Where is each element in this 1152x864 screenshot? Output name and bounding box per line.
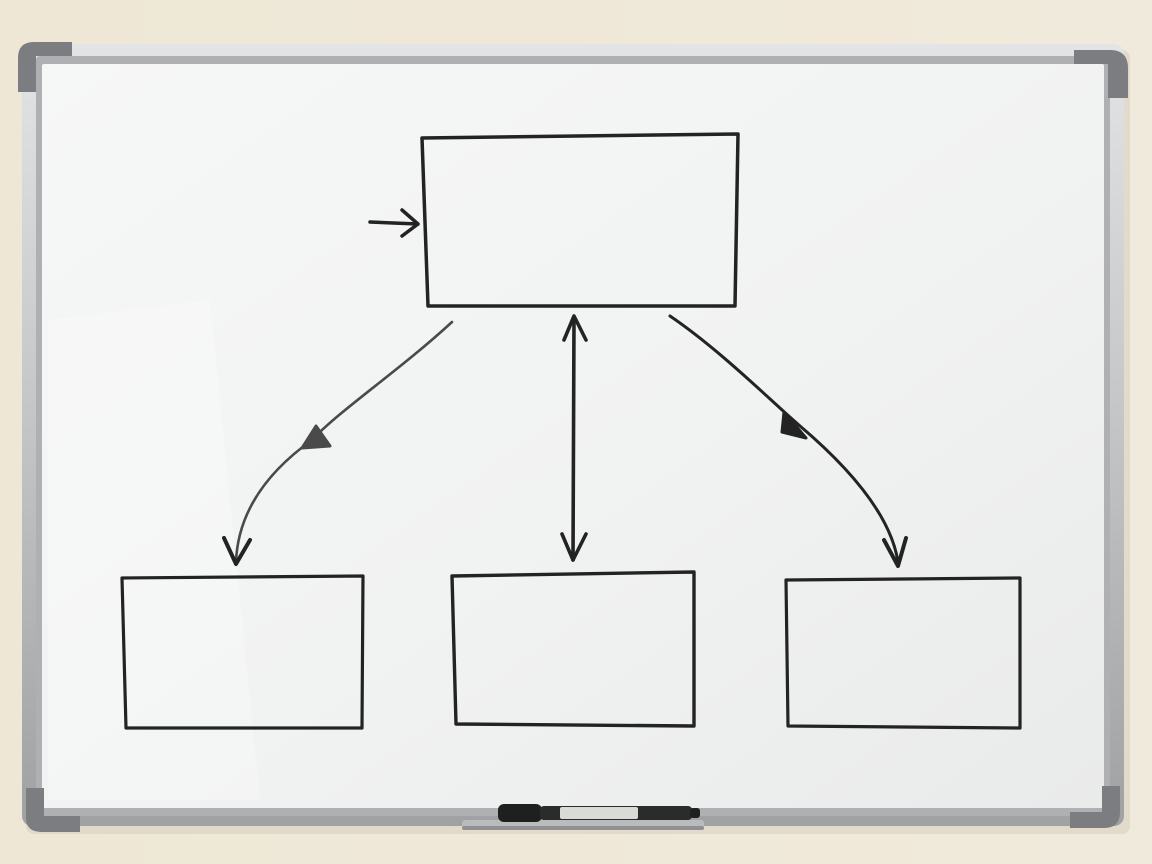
dry-erase-marker-icon[interactable] xyxy=(498,804,700,822)
right-arrow-head xyxy=(882,536,908,568)
left-arrow-mid-head xyxy=(300,424,332,450)
marker-tray-lip xyxy=(462,826,704,830)
right-arrow xyxy=(668,314,900,564)
marker-end xyxy=(690,808,700,818)
left-arrow-head xyxy=(222,536,252,566)
bottom-center-box xyxy=(450,570,696,728)
corner-cap-top-left xyxy=(18,42,72,92)
surface-glare xyxy=(48,300,260,800)
entry-arrow xyxy=(368,208,420,238)
center-arrow-top-head xyxy=(562,314,588,342)
center-arrow-bottom-head xyxy=(560,532,588,562)
bottom-left-box xyxy=(120,574,365,730)
marker-label xyxy=(560,807,638,819)
corner-cap-bottom-right xyxy=(1070,786,1120,828)
bottom-right-box xyxy=(784,576,1022,730)
marker-cap xyxy=(498,804,542,822)
corner-cap-top-right xyxy=(1074,50,1128,98)
top-box xyxy=(420,132,740,308)
right-arrow-mid-head xyxy=(780,410,808,440)
corner-cap-bottom-left xyxy=(26,788,80,832)
center-double-arrow xyxy=(571,316,576,562)
